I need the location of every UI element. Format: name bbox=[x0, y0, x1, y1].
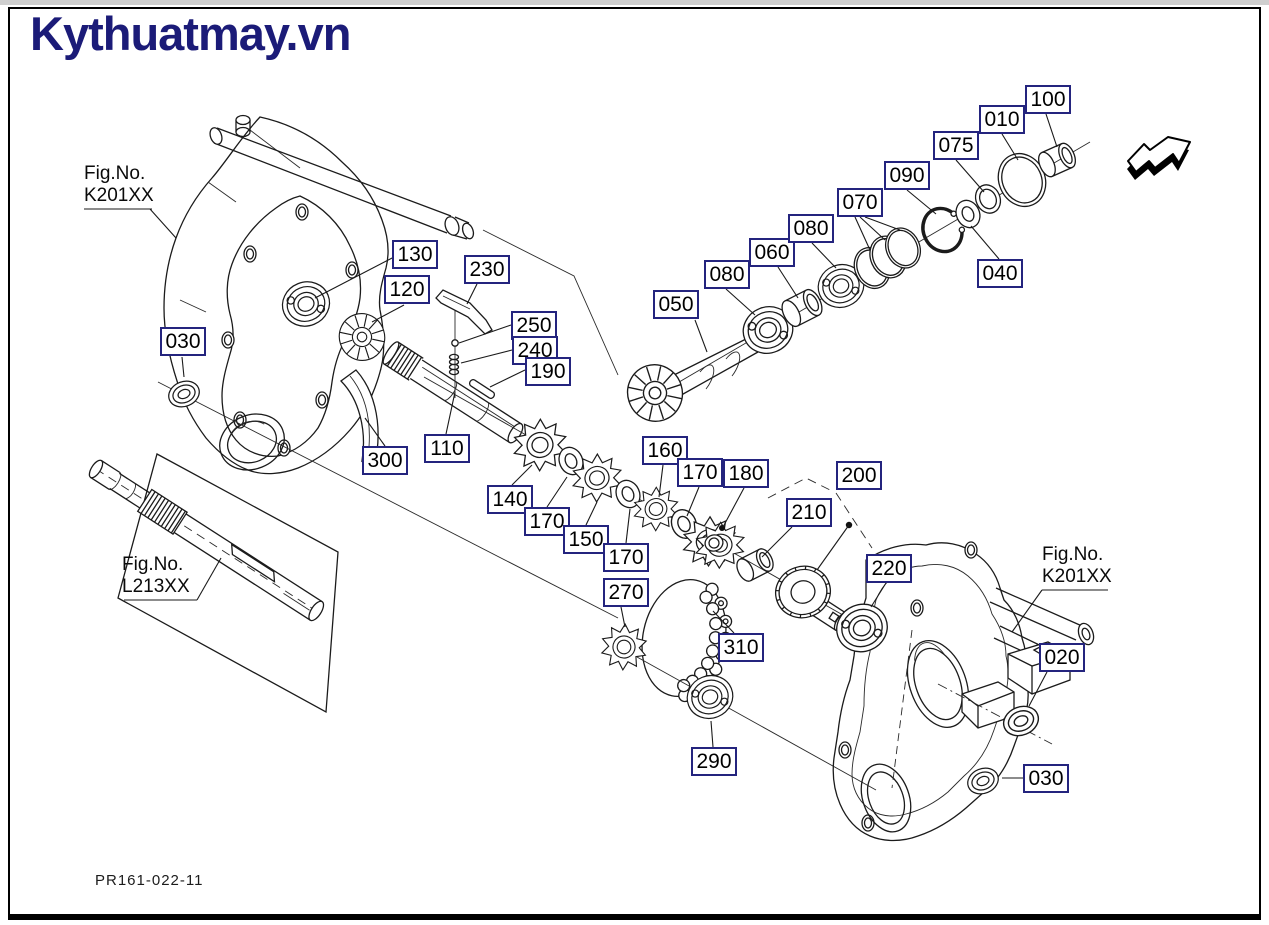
fig-right: Fig.No. K201XX bbox=[1042, 544, 1112, 588]
part-label-030-right[interactable]: 030 bbox=[1023, 764, 1069, 793]
part-label-270[interactable]: 270 bbox=[603, 578, 649, 607]
left-housing bbox=[163, 114, 475, 475]
fig-label-line1: Fig.No. bbox=[1042, 544, 1104, 565]
part-label-090[interactable]: 090 bbox=[884, 161, 930, 190]
detent-spring-240 bbox=[448, 353, 460, 376]
part-label-220[interactable]: 220 bbox=[866, 554, 912, 583]
part-label-190[interactable]: 190 bbox=[525, 357, 571, 386]
fig-label-line2: L213XX bbox=[122, 576, 190, 597]
assembly-200-bracket bbox=[719, 477, 873, 571]
part-label-075[interactable]: 075 bbox=[933, 131, 979, 160]
collar-060 bbox=[781, 288, 823, 328]
part-label-130[interactable]: 130 bbox=[392, 240, 438, 269]
snap-ring-090 bbox=[921, 206, 966, 254]
sprocket-270 bbox=[595, 619, 653, 675]
fig-label-line1: Fig.No. bbox=[84, 163, 146, 184]
housing-bearing bbox=[275, 274, 337, 334]
part-label-010[interactable]: 010 bbox=[979, 105, 1025, 134]
part-label-110[interactable]: 110 bbox=[424, 434, 470, 463]
leader-lines bbox=[84, 113, 1108, 779]
assembly-bracket bbox=[482, 229, 619, 376]
part-label-290[interactable]: 290 bbox=[691, 747, 737, 776]
part-label-170-c[interactable]: 170 bbox=[677, 458, 723, 487]
oil-seal-left bbox=[164, 376, 204, 412]
part-label-200[interactable]: 200 bbox=[836, 461, 882, 490]
input-shaft-050 bbox=[619, 335, 759, 430]
part-label-210[interactable]: 210 bbox=[786, 498, 832, 527]
oil-seal-030-right bbox=[963, 763, 1003, 799]
part-label-030-left[interactable]: 030 bbox=[160, 327, 206, 356]
part-label-150[interactable]: 150 bbox=[563, 525, 609, 554]
part-label-080-b[interactable]: 080 bbox=[788, 214, 834, 243]
axis-line-bottom bbox=[636, 656, 877, 791]
part-label-120[interactable]: 120 bbox=[384, 275, 430, 304]
assembly-pointer-line bbox=[157, 381, 619, 619]
part-label-060[interactable]: 060 bbox=[749, 238, 795, 267]
part-label-020[interactable]: 020 bbox=[1039, 643, 1085, 672]
drawing-number: PR161-022-11 bbox=[95, 872, 204, 889]
part-label-180[interactable]: 180 bbox=[723, 459, 769, 488]
fig-left: Fig.No. K201XX bbox=[84, 163, 154, 207]
part-label-070[interactable]: 070 bbox=[837, 188, 883, 217]
part-label-310[interactable]: 310 bbox=[718, 633, 764, 662]
part-label-040[interactable]: 040 bbox=[977, 259, 1023, 288]
fig-label-line2: K201XX bbox=[84, 185, 154, 206]
part-label-050[interactable]: 050 bbox=[653, 290, 699, 319]
bushing-210 bbox=[736, 548, 774, 582]
key-190 bbox=[468, 379, 496, 399]
fig-label-line2: K201XX bbox=[1042, 566, 1112, 587]
part-label-170-a[interactable]: 170 bbox=[524, 507, 570, 536]
pto-shaft-L213XX bbox=[88, 453, 339, 714]
fig-label-line1: Fig.No. bbox=[122, 554, 184, 575]
detent-ball-250 bbox=[451, 339, 459, 347]
part-label-080-a[interactable]: 080 bbox=[704, 260, 750, 289]
double-sprocket-180 bbox=[675, 510, 752, 575]
shift-lever-230 bbox=[435, 289, 493, 398]
part-label-170-b[interactable]: 170 bbox=[603, 543, 649, 572]
direction-arrow-icon bbox=[1127, 136, 1191, 180]
gear-shaft-200 bbox=[775, 565, 849, 632]
part-label-100[interactable]: 100 bbox=[1025, 85, 1071, 114]
bushing-100 bbox=[1038, 142, 1076, 178]
part-label-230[interactable]: 230 bbox=[464, 255, 510, 284]
site-logo[interactable]: Kythuatmay.vn bbox=[30, 7, 351, 60]
ball-bearing-220 bbox=[828, 596, 896, 660]
fig-bottom-left: Fig.No. L213XX bbox=[122, 554, 190, 598]
part-label-300[interactable]: 300 bbox=[362, 446, 408, 475]
main-shaft-110 bbox=[382, 341, 524, 444]
top-strip bbox=[0, 0, 1269, 5]
